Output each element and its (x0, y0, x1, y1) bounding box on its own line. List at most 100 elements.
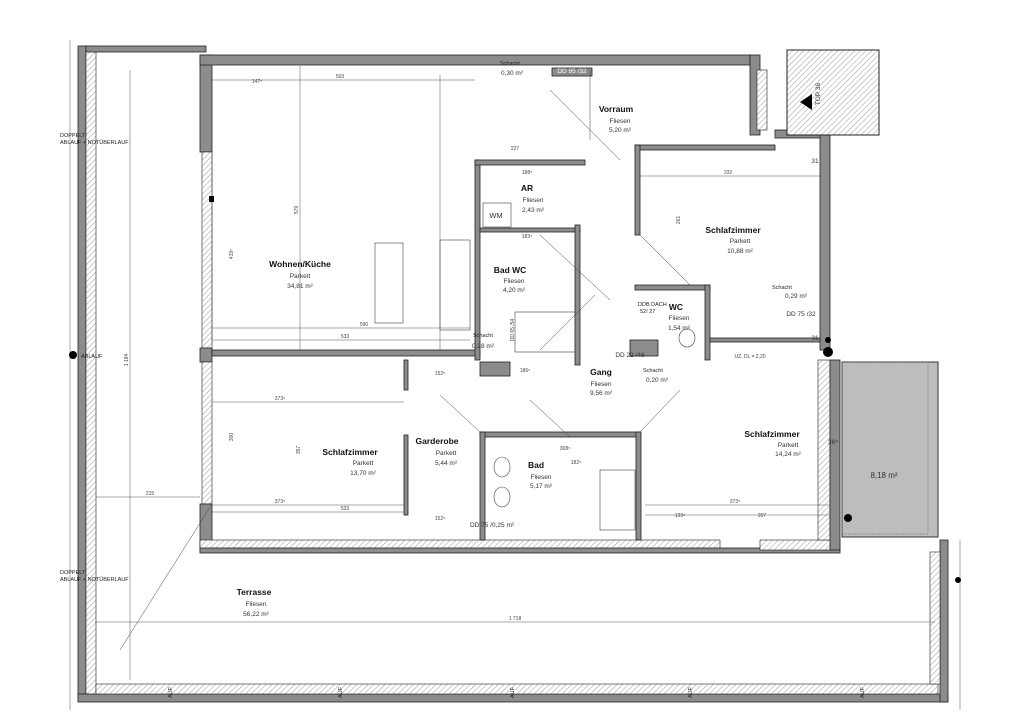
svg-text:36⁵: 36⁵ (828, 439, 838, 446)
door-swings (119, 70, 691, 651)
svg-text:373⁵: 373⁵ (730, 499, 740, 505)
svg-text:579: 579 (294, 206, 300, 215)
svg-text:52/ 27: 52/ 27 (640, 309, 655, 315)
svg-text:0,28 m²: 0,28 m² (472, 343, 495, 350)
svg-text:183⁵: 183⁵ (522, 234, 532, 240)
svg-text:147⁵: 147⁵ (252, 79, 262, 85)
svg-text:ABLAUF + NOTÜBERLAUF: ABLAUF + NOTÜBERLAUF (60, 139, 129, 146)
svg-text:Parkett: Parkett (290, 273, 311, 280)
svg-text:1 718: 1 718 (509, 616, 522, 622)
svg-text:227: 227 (511, 146, 520, 152)
balcony-area: 8,18 m² (870, 471, 897, 480)
svg-text:0,29 m²: 0,29 m² (785, 293, 808, 300)
svg-text:182⁵: 182⁵ (571, 460, 581, 466)
svg-text:590: 590 (360, 322, 369, 328)
svg-text:Fliesen: Fliesen (246, 601, 267, 608)
drain-notes: DOPPELT- ABLAUF + NOTÜBERLAUF DOPPELT- A… (60, 133, 866, 698)
svg-text:DD 75 /32: DD 75 /32 (786, 311, 816, 318)
svg-text:Wohnen/Küche: Wohnen/Küche (269, 259, 331, 269)
svg-text:1 184: 1 184 (124, 354, 130, 367)
svg-text:AUF: AUF (510, 686, 516, 698)
fixtures (69, 196, 961, 583)
svg-text:373⁵: 373⁵ (275, 499, 285, 505)
svg-text:152⁵: 152⁵ (435, 516, 445, 522)
unit-label: TOP 36 (815, 83, 822, 106)
svg-text:Bad WC: Bad WC (494, 265, 527, 275)
svg-text:14,24 m²: 14,24 m² (775, 451, 801, 458)
svg-text:5,17 m²: 5,17 m² (530, 483, 553, 490)
svg-text:419⁵: 419⁵ (229, 249, 235, 259)
svg-text:WM: WM (489, 211, 502, 220)
svg-text:Fliesen: Fliesen (531, 474, 552, 481)
room-wohnen-kueche: Wohnen/Küche Parkett 34,81 m² (269, 259, 331, 290)
svg-text:357: 357 (296, 446, 302, 455)
dimension-labels: 1 718 1 184 590 533 533 215 332 503 579 … (124, 74, 838, 622)
svg-text:Schlafzimmer: Schlafzimmer (705, 225, 761, 235)
svg-text:ABLAUF + NOTÜBERLAUF: ABLAUF + NOTÜBERLAUF (60, 576, 129, 583)
svg-text:DOPPELT-: DOPPELT- (60, 133, 87, 139)
svg-text:31: 31 (811, 335, 819, 342)
room-bad-wc: Bad WC Fliesen 4,20 m² (494, 265, 527, 294)
svg-text:0,30 m²: 0,30 m² (501, 70, 524, 77)
room-vorraum: Vorraum Fliesen 5,20 m² (599, 104, 634, 134)
room-schlafzimmer-2: Schlafzimmer Parkett 13,70 m² (322, 447, 378, 477)
svg-text:Schlafzimmer: Schlafzimmer (744, 429, 800, 439)
svg-text:Terrasse: Terrasse (237, 587, 272, 597)
svg-text:1,54 m²: 1,54 m² (668, 325, 691, 332)
svg-text:4,20 m²: 4,20 m² (503, 287, 526, 294)
balcony: 8,18 m² (841, 361, 939, 538)
room-garderobe: Garderobe Parkett 5,44 m² (416, 436, 459, 467)
svg-text:Gang: Gang (590, 367, 612, 377)
svg-text:WC: WC (669, 302, 683, 312)
svg-text:AUF: AUF (338, 686, 344, 698)
dimension-lines (95, 66, 935, 680)
svg-text:533: 533 (341, 506, 350, 512)
svg-text:Vorraum: Vorraum (599, 104, 634, 114)
svg-text:215: 215 (146, 491, 155, 497)
svg-text:Garderobe: Garderobe (416, 436, 459, 446)
svg-text:373⁵: 373⁵ (275, 396, 285, 402)
svg-text:34,81 m²: 34,81 m² (287, 283, 313, 290)
svg-text:Schacht: Schacht (772, 285, 792, 291)
svg-text:DDB DACH: DDB DACH (638, 302, 667, 308)
svg-text:207: 207 (758, 513, 767, 519)
svg-text:DD 22 /46: DD 22 /46 (615, 352, 645, 359)
svg-text:300: 300 (229, 433, 235, 442)
svg-text:Fliesen: Fliesen (523, 197, 544, 204)
svg-text:10,88 m²: 10,88 m² (727, 248, 753, 255)
svg-text:DD 65 /54: DD 65 /54 (510, 319, 516, 342)
svg-text:308⁵: 308⁵ (560, 446, 570, 452)
room-schlafzimmer-3: Schlafzimmer Parkett 14,24 m² (744, 429, 801, 458)
svg-text:188⁵: 188⁵ (522, 170, 532, 176)
svg-text:139⁵: 139⁵ (675, 513, 685, 519)
svg-text:Schacht: Schacht (643, 368, 663, 374)
svg-text:DD 95 /32: DD 95 /32 (557, 68, 587, 75)
svg-text:186⁵: 186⁵ (520, 368, 530, 374)
shaft-labels: Schacht 0,30 m² DD 95 /32 Schacht 0,29 m… (470, 61, 816, 529)
svg-text:AUF: AUF (688, 686, 694, 698)
svg-text:Schlafzimmer: Schlafzimmer (322, 447, 378, 457)
svg-text:ABLAUF: ABLAUF (81, 354, 103, 360)
svg-text:9,56 m²: 9,56 m² (590, 390, 613, 397)
svg-text:Parkett: Parkett (778, 442, 799, 449)
svg-text:332: 332 (724, 170, 733, 176)
building-walls (199, 54, 841, 554)
svg-text:Fliesen: Fliesen (591, 381, 612, 388)
room-bad: Bad Fliesen 5,17 m² (528, 460, 553, 490)
svg-text:Parkett: Parkett (353, 460, 374, 467)
room-gang: Gang Fliesen 9,56 m² (590, 367, 613, 397)
svg-text:DOPPELT-: DOPPELT- (60, 570, 87, 576)
svg-text:56,22 m²: 56,22 m² (243, 611, 269, 618)
room-wc: WC Fliesen 1,54 m² DDB DACH 52/ 27 (638, 302, 691, 332)
svg-text:Fliesen: Fliesen (610, 118, 631, 125)
svg-text:DD 75 /0,25 m²: DD 75 /0,25 m² (470, 522, 515, 529)
svg-text:Fliesen: Fliesen (669, 315, 690, 322)
svg-text:261: 261 (676, 216, 682, 225)
svg-text:Bad: Bad (528, 460, 544, 470)
svg-text:2,43 m²: 2,43 m² (522, 207, 545, 214)
svg-text:Schacht: Schacht (500, 61, 520, 67)
svg-text:Schacht: Schacht (473, 333, 493, 339)
neighbour-unit-stair: TOP 36 (786, 49, 880, 136)
svg-text:Parkett: Parkett (436, 450, 457, 457)
